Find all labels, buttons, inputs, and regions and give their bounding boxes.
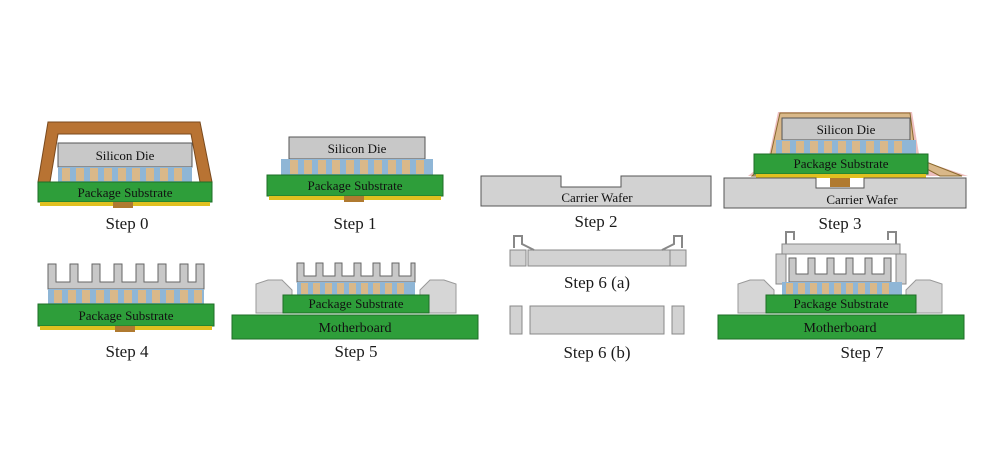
package-substrate-label: Package Substrate <box>794 156 889 171</box>
step-5-assembly: Package Substrate Motherboard Step 5 <box>231 262 479 361</box>
socket-side-left <box>509 249 527 267</box>
carrier-wafer-label: Carrier Wafer <box>826 192 898 207</box>
step-0-label: Step 0 <box>106 214 149 233</box>
step-4-label: Step 4 <box>106 342 149 361</box>
carrier-wafer <box>723 177 967 209</box>
step-1-label: Step 1 <box>334 214 377 233</box>
step-5-label: Step 5 <box>335 342 378 361</box>
silicon-die-label: Silicon Die <box>817 122 876 137</box>
bump-row <box>54 290 202 303</box>
solder-balls <box>756 174 926 178</box>
step-3-assembly: Silicon Die Package Substrate Carrier Wa… <box>723 112 968 233</box>
step-6a-assembly: Step 6 (a) <box>509 235 687 292</box>
motherboard-label: Motherboard <box>318 321 391 336</box>
package-substrate-label: Package Substrate <box>78 185 173 200</box>
heat-sink <box>788 257 892 283</box>
bump-row <box>301 283 404 294</box>
heat-sink <box>47 263 205 290</box>
motherboard-label: Motherboard <box>803 321 876 336</box>
socket-base <box>527 249 671 267</box>
clip-right <box>661 235 683 251</box>
clip-right <box>887 231 897 244</box>
step-4-assembly: Package Substrate Step 4 <box>37 263 215 361</box>
underfill-layer <box>281 159 433 175</box>
carrier-wafer <box>480 175 712 207</box>
heat-sink <box>296 262 416 283</box>
package-substrate-label: Package Substrate <box>309 296 404 311</box>
socket-pin <box>344 196 364 202</box>
package-substrate-label: Package Substrate <box>79 308 174 323</box>
step-2-assembly: Carrier Wafer Step 2 <box>480 175 712 231</box>
post-left <box>775 253 787 285</box>
step-7-label: Step 7 <box>841 343 884 362</box>
socket-pin <box>113 202 133 208</box>
carrier-wafer-label: Carrier Wafer <box>561 190 633 205</box>
step-7-assembly: Package Substrate Motherboard Step 7 <box>717 231 965 362</box>
step-6b-assembly: Step 6 (b) <box>509 305 685 362</box>
package-substrate <box>282 294 430 314</box>
socket-side-right <box>669 249 687 267</box>
package-substrate-label: Package Substrate <box>794 296 889 311</box>
clamp-bar <box>781 243 901 255</box>
clip-left <box>785 231 795 244</box>
clip-left <box>513 235 535 251</box>
socket-pin <box>830 178 850 187</box>
motherboard <box>231 314 479 340</box>
silicon-die-label: Silicon Die <box>328 141 387 156</box>
package-substrate <box>765 294 917 314</box>
package-substrate-label: Package Substrate <box>308 178 403 193</box>
step-0-assembly: Silicon Die Package Substrate Step 0 <box>37 121 213 233</box>
step-2-label: Step 2 <box>575 212 618 231</box>
bump-row <box>782 141 902 153</box>
socket-pin <box>115 326 135 332</box>
bump-row <box>62 168 182 181</box>
post-right <box>895 253 907 285</box>
silicon-die <box>57 142 193 168</box>
step-6a-label: Step 6 (a) <box>564 273 630 292</box>
block-left <box>509 305 523 335</box>
step-3-label: Step 3 <box>819 214 862 233</box>
silicon-die-label: Silicon Die <box>96 148 155 163</box>
step-6b-label: Step 6 (b) <box>563 343 630 362</box>
bump-row <box>290 160 424 174</box>
motherboard <box>717 314 965 340</box>
bump-row <box>786 283 889 294</box>
block-center <box>529 305 665 335</box>
step-1-assembly: Silicon Die Package Substrate Step 1 <box>266 136 444 233</box>
block-right <box>671 305 685 335</box>
